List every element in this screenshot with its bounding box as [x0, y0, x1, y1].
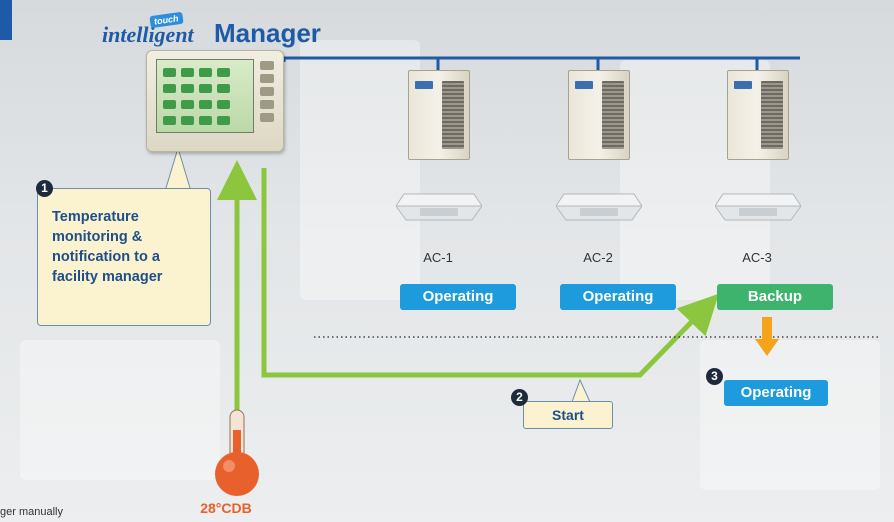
ac3-operating-badge: Operating — [724, 380, 828, 406]
ac1-status-badge: Operating — [400, 284, 516, 310]
ac1-label: AC-1 — [423, 250, 453, 265]
indoor-cassette-ac3 — [715, 193, 801, 221]
network-bus-line — [282, 56, 800, 62]
ac3-label: AC-3 — [742, 250, 772, 265]
ac3-status-badge: Backup — [717, 284, 833, 310]
controller-buttons — [260, 61, 274, 129]
logo-manager-text: Manager — [214, 18, 321, 48]
left-accent-tab — [0, 0, 12, 40]
controller-screen — [156, 59, 254, 133]
step-1-badge: 1 — [36, 180, 53, 197]
switch-arrow — [755, 317, 779, 356]
step-3-badge: 3 — [706, 368, 723, 385]
callout-text: Temperature monitoring & notification to… — [52, 209, 163, 285]
indoor-cassette-ac1 — [396, 193, 482, 221]
outdoor-unit-ac3 — [727, 70, 789, 160]
monitoring-callout: 1 Temperature monitoring & notification … — [36, 180, 211, 326]
start-label-box: Start — [523, 401, 613, 429]
ac2-label: AC-2 — [583, 250, 613, 265]
indoor-cassette-ac2 — [556, 193, 642, 221]
ac2-status-badge: Operating — [560, 284, 676, 310]
touch-controller-panel — [146, 50, 284, 152]
logo-intelligent-text: intelligent — [102, 22, 194, 47]
outdoor-unit-ac1 — [408, 70, 470, 160]
footer-note: ger manually — [0, 506, 63, 518]
callout-pointer — [165, 146, 191, 189]
step-2-badge: 2 — [511, 389, 528, 406]
thermometer-icon — [215, 409, 259, 496]
outdoor-unit-ac2 — [568, 70, 630, 160]
temperature-label: 28°CDB — [200, 500, 252, 516]
start-signal-line — [261, 168, 719, 378]
start-pointer — [571, 378, 591, 403]
